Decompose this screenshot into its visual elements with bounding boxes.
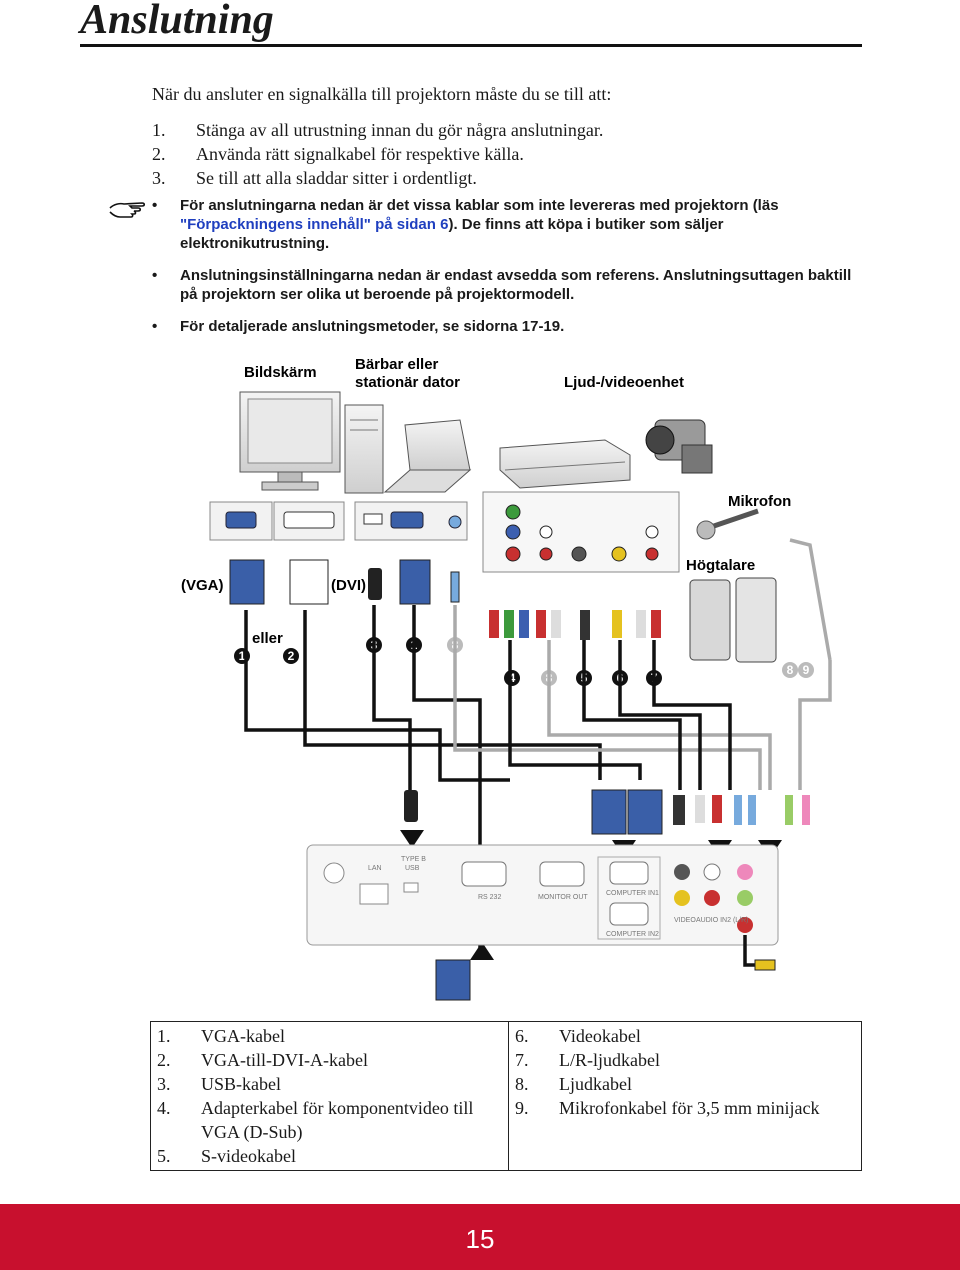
computer-label-line1: Bärbar eller bbox=[355, 356, 439, 373]
monitor-illustration bbox=[239, 391, 341, 491]
step-item: 1.Stänga av all utrustning innan du gör … bbox=[152, 120, 604, 140]
projector-rear-panel bbox=[306, 844, 779, 946]
av-device-label: Ljud-/videoenhet bbox=[564, 374, 684, 391]
legend-item: 6.Videokabel bbox=[515, 1026, 641, 1046]
audio-plug bbox=[748, 795, 756, 825]
svg-text:4: 4 bbox=[509, 671, 516, 685]
speaker-label: Högtalare bbox=[686, 557, 755, 574]
legend-item: 5.S-videokabel bbox=[157, 1146, 296, 1166]
legend-item: 1.VGA-kabel bbox=[157, 1026, 285, 1046]
cable-routes bbox=[244, 538, 832, 960]
monitor-label: Bildskärm bbox=[244, 364, 317, 381]
usb-port-label-1: TYPE B bbox=[401, 856, 426, 863]
rca-plug bbox=[712, 795, 722, 823]
svg-text:9: 9 bbox=[803, 663, 810, 677]
microphone-label: Mikrofon bbox=[728, 493, 791, 510]
pointing-hand-icon bbox=[109, 202, 146, 218]
audio-plug bbox=[450, 571, 460, 603]
audio-in2-port-label: AUDIO IN2 (L/R) bbox=[696, 917, 749, 924]
av-player-illustration bbox=[499, 439, 631, 489]
audio-plug bbox=[785, 795, 793, 825]
or-label: eller bbox=[252, 630, 283, 647]
video-plug bbox=[754, 959, 776, 971]
rca-plug bbox=[695, 795, 705, 823]
legend-right-column: 6.Videokabel 7.L/R-ljudkabel 8.Ljudkabel… bbox=[508, 1021, 862, 1171]
page-number: 15 bbox=[465, 1224, 495, 1254]
steps-list: 1.Stänga av all utrustning innan du gör … bbox=[152, 118, 603, 190]
legend-item: 7.L/R-ljudkabel bbox=[515, 1050, 660, 1070]
vga-plug bbox=[435, 959, 471, 1001]
step-item: 3.Se till att alla sladdar sitter i orde… bbox=[152, 168, 477, 188]
connection-diagram: Bildskärm Bärbar eller stationär dator L… bbox=[181, 356, 832, 1001]
lan-port-label: LAN bbox=[368, 865, 382, 872]
camcorder-illustration bbox=[645, 419, 713, 474]
note-item: • Anslutningsinställningarna nedan är en… bbox=[152, 267, 852, 303]
monitor-out-port-label: MONITOR OUT bbox=[538, 894, 588, 901]
dvi-label: (DVI) bbox=[331, 577, 366, 594]
svg-text:2: 2 bbox=[288, 649, 295, 663]
vga-plug bbox=[229, 559, 265, 605]
speakers-illustration bbox=[689, 577, 777, 663]
svg-text:8: 8 bbox=[787, 663, 794, 677]
dvi-plug bbox=[289, 559, 329, 605]
note-item: • För anslutningarna nedan är det vissa … bbox=[152, 197, 779, 252]
audio-plug bbox=[734, 795, 742, 825]
legend-item: 3.USB-kabel bbox=[157, 1074, 281, 1094]
legend-item: 2.VGA-till-DVI-A-kabel bbox=[157, 1050, 368, 1070]
vga-plug bbox=[591, 789, 627, 835]
cable-legend-table: 1.VGA-kabel 2.VGA-till-DVI-A-kabel 3.USB… bbox=[150, 1021, 862, 1171]
page-reference-link[interactable]: "Förpackningens innehåll" på sidan 6 bbox=[180, 216, 449, 233]
legend-item: 8.Ljudkabel bbox=[515, 1074, 632, 1094]
legend-item: 9.Mikrofonkabel för 3,5 mm minijack bbox=[515, 1098, 820, 1118]
page-title: Anslutning bbox=[80, 0, 274, 43]
rs232-port-label: RS 232 bbox=[478, 894, 501, 901]
usb-port-label-2: USB bbox=[405, 865, 420, 872]
video-port-label: VIDEO bbox=[674, 917, 696, 924]
legend-item: 4.Adapterkabel för komponentvideo till V… bbox=[157, 1098, 474, 1142]
note-item: • För detaljerade anslutningsmetoder, se… bbox=[152, 318, 565, 335]
intro-text: När du ansluter en signalkälla till proj… bbox=[152, 84, 612, 104]
audio-plug bbox=[802, 795, 810, 825]
microphone-illustration bbox=[696, 508, 759, 540]
svg-text:1: 1 bbox=[239, 649, 246, 663]
vga-label: (VGA) bbox=[181, 577, 224, 594]
vga-plug bbox=[399, 559, 431, 605]
computer-in2-port-label: COMPUTER IN2 bbox=[606, 931, 659, 938]
svideo-plug bbox=[673, 795, 685, 825]
footer-bar bbox=[0, 1204, 960, 1270]
computer-in1-port-label: COMPUTER IN1 bbox=[606, 890, 659, 897]
rca-plugs bbox=[489, 610, 661, 640]
usb-plug bbox=[368, 568, 382, 600]
title-rule bbox=[80, 44, 862, 47]
step-item: 2.Använda rätt signalkabel för respektiv… bbox=[152, 144, 524, 164]
notes-list: • För anslutningarna nedan är det vissa … bbox=[152, 196, 852, 349]
computer-illustration bbox=[344, 404, 472, 494]
computer-label-line2: stationär dator bbox=[355, 374, 460, 391]
vga-plug bbox=[627, 789, 663, 835]
usb-plug bbox=[404, 790, 418, 822]
legend-left-column: 1.VGA-kabel 2.VGA-till-DVI-A-kabel 3.USB… bbox=[150, 1021, 509, 1171]
